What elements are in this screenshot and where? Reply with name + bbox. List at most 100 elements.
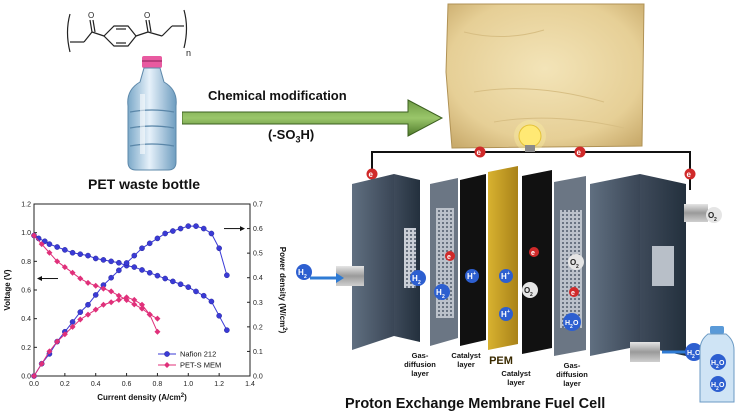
x-tick-label: 0.8 bbox=[153, 381, 163, 388]
svg-text:2: 2 bbox=[304, 274, 307, 280]
svg-text:H: H bbox=[501, 272, 507, 281]
data-point bbox=[154, 315, 161, 322]
x-tick-label: 0.6 bbox=[122, 381, 132, 388]
data-point bbox=[185, 284, 192, 290]
svg-text:H: H bbox=[565, 320, 570, 327]
voltage-axis-arrowhead bbox=[37, 276, 42, 282]
fuel-cell-title: Proton Exchange Membrane Fuel Cell bbox=[345, 396, 606, 412]
y-tick-label: 1.0 bbox=[21, 230, 31, 237]
svg-text:+: + bbox=[473, 271, 476, 277]
svg-text:O: O bbox=[524, 286, 530, 295]
data-point bbox=[193, 223, 199, 229]
data-point bbox=[193, 288, 199, 295]
svg-text:e: e bbox=[577, 148, 582, 157]
data-point bbox=[92, 255, 99, 262]
data-point bbox=[162, 275, 168, 282]
data-point bbox=[146, 270, 153, 276]
sulfonic-group-label: (-SO3H) bbox=[268, 127, 315, 145]
svg-text:H: H bbox=[501, 310, 507, 319]
data-point bbox=[224, 272, 230, 279]
data-point bbox=[224, 327, 230, 333]
data-point bbox=[85, 301, 91, 308]
svg-text:O: O bbox=[144, 11, 150, 20]
svg-text:Gas-: Gas- bbox=[412, 351, 429, 360]
data-point bbox=[131, 301, 138, 308]
data-point bbox=[185, 223, 192, 229]
svg-text:diffusion: diffusion bbox=[404, 360, 436, 369]
data-point bbox=[31, 232, 37, 239]
svg-text:H: H bbox=[711, 382, 716, 389]
data-point bbox=[154, 272, 161, 279]
svg-text:O: O bbox=[719, 382, 725, 389]
data-point bbox=[123, 260, 130, 266]
data-point bbox=[31, 373, 37, 379]
svg-text:layer: layer bbox=[457, 360, 475, 369]
data-point bbox=[46, 348, 53, 355]
y2-tick-label: 0.2 bbox=[253, 324, 263, 331]
pet-bottle-image bbox=[127, 56, 177, 171]
legend-label: PET-S MEM bbox=[180, 361, 221, 370]
data-point bbox=[108, 288, 115, 295]
data-point bbox=[200, 292, 207, 299]
svg-text:Catalyst: Catalyst bbox=[501, 369, 531, 378]
svg-text:O: O bbox=[719, 360, 725, 367]
y2-tick-label: 0.7 bbox=[253, 202, 263, 209]
data-point bbox=[100, 257, 107, 263]
data-point bbox=[54, 338, 61, 345]
y2-tick-label: 0.3 bbox=[253, 300, 263, 307]
data-point bbox=[162, 230, 168, 237]
data-point bbox=[108, 299, 115, 306]
x-axis-label: Current density (A/cm2) bbox=[97, 393, 187, 402]
data-point bbox=[177, 225, 184, 232]
data-point bbox=[154, 328, 161, 335]
modified-pet-fabric-image bbox=[445, 3, 645, 149]
x-tick-label: 0.0 bbox=[29, 381, 39, 388]
x-tick-label: 1.2 bbox=[214, 381, 224, 388]
y2-axis-label: Power density (W/cm2) bbox=[278, 247, 287, 334]
svg-text:O: O bbox=[88, 11, 94, 20]
data-point bbox=[139, 301, 145, 308]
data-point bbox=[131, 296, 138, 303]
data-point bbox=[116, 267, 122, 274]
svg-text:e: e bbox=[477, 148, 482, 157]
data-point bbox=[69, 323, 76, 330]
data-point bbox=[54, 258, 61, 265]
data-point bbox=[92, 306, 99, 313]
data-point bbox=[170, 278, 176, 285]
x-tick-label: 1.4 bbox=[245, 381, 255, 388]
data-point bbox=[100, 301, 107, 308]
svg-text:layer: layer bbox=[507, 378, 525, 387]
data-point bbox=[116, 259, 122, 266]
svg-text:e: e bbox=[571, 290, 575, 297]
svg-text:e: e bbox=[369, 170, 374, 179]
svg-text:H: H bbox=[467, 272, 473, 281]
data-point bbox=[77, 251, 84, 257]
svg-text:2: 2 bbox=[714, 217, 717, 223]
svg-text:2: 2 bbox=[716, 386, 719, 392]
data-point bbox=[115, 296, 122, 303]
y-tick-label: 0.0 bbox=[21, 374, 31, 381]
svg-text:layer: layer bbox=[563, 379, 581, 388]
data-point bbox=[85, 311, 91, 318]
data-point bbox=[164, 362, 170, 368]
data-point bbox=[38, 241, 45, 248]
bottle-label: PET waste bottle bbox=[88, 176, 201, 192]
data-point bbox=[85, 252, 91, 259]
x-tick-label: 1.0 bbox=[183, 381, 193, 388]
y2-tick-label: 0.5 bbox=[253, 251, 263, 258]
data-point bbox=[200, 225, 207, 232]
svg-text:diffusion: diffusion bbox=[556, 370, 588, 379]
y-tick-label: 0.6 bbox=[21, 288, 31, 295]
y2-tick-label: 0.6 bbox=[253, 226, 263, 233]
pet-chemical-structure: O O n bbox=[66, 9, 191, 58]
data-point bbox=[100, 285, 107, 292]
svg-text:e: e bbox=[531, 250, 535, 257]
data-point bbox=[61, 264, 68, 271]
data-point bbox=[131, 264, 138, 270]
svg-text:e: e bbox=[687, 170, 692, 179]
data-point bbox=[54, 244, 60, 250]
svg-text:2: 2 bbox=[576, 264, 579, 270]
data-point bbox=[46, 241, 53, 247]
data-point bbox=[62, 247, 68, 253]
